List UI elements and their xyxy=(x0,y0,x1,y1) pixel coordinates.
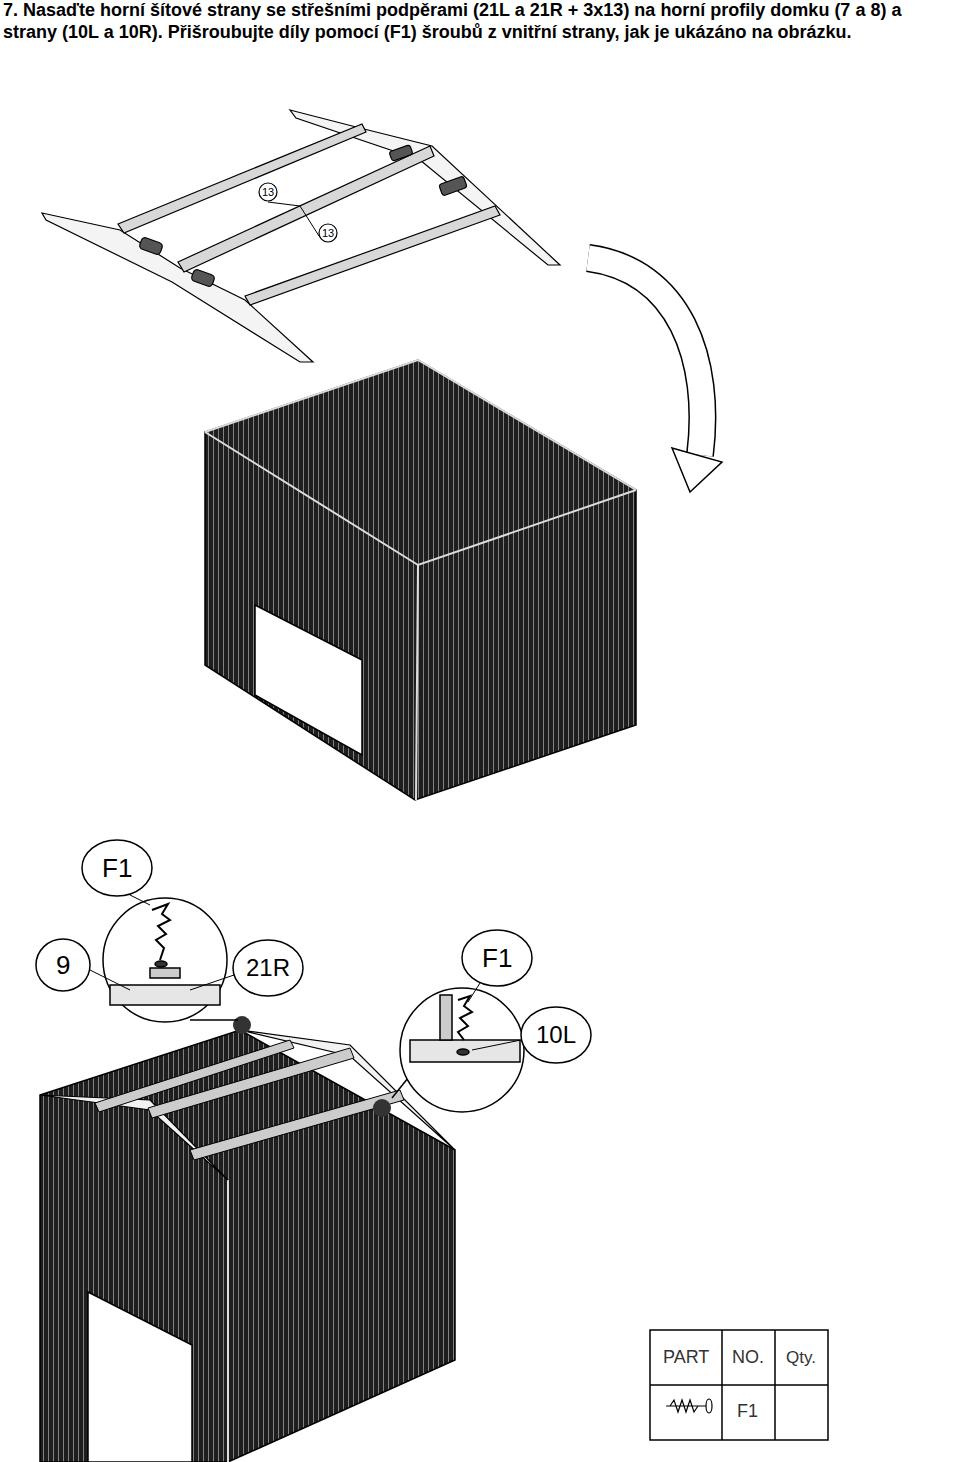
parts-table xyxy=(650,1330,828,1440)
callout-number: 10L xyxy=(536,1022,576,1048)
callout-number: F1 xyxy=(102,854,132,883)
table-header: PART xyxy=(663,1348,709,1368)
table-header: Qty. xyxy=(786,1349,816,1368)
shed-walls xyxy=(205,360,636,800)
table-header: NO. xyxy=(732,1348,764,1368)
direction-arrow xyxy=(588,258,722,492)
instruction-heading: 7. Nasaďte horní šítové strany se střešn… xyxy=(3,0,953,43)
detail-callouts xyxy=(36,840,591,1112)
callout-number: 13 xyxy=(322,227,334,239)
roof-frame xyxy=(42,110,560,362)
callout-number: 21R xyxy=(246,955,290,981)
callout-number: F1 xyxy=(482,944,512,973)
assembled-shed xyxy=(40,1016,455,1462)
callout-number: 13 xyxy=(262,186,274,198)
table-cell: F1 xyxy=(737,1402,758,1422)
callout-number: 9 xyxy=(56,951,70,980)
